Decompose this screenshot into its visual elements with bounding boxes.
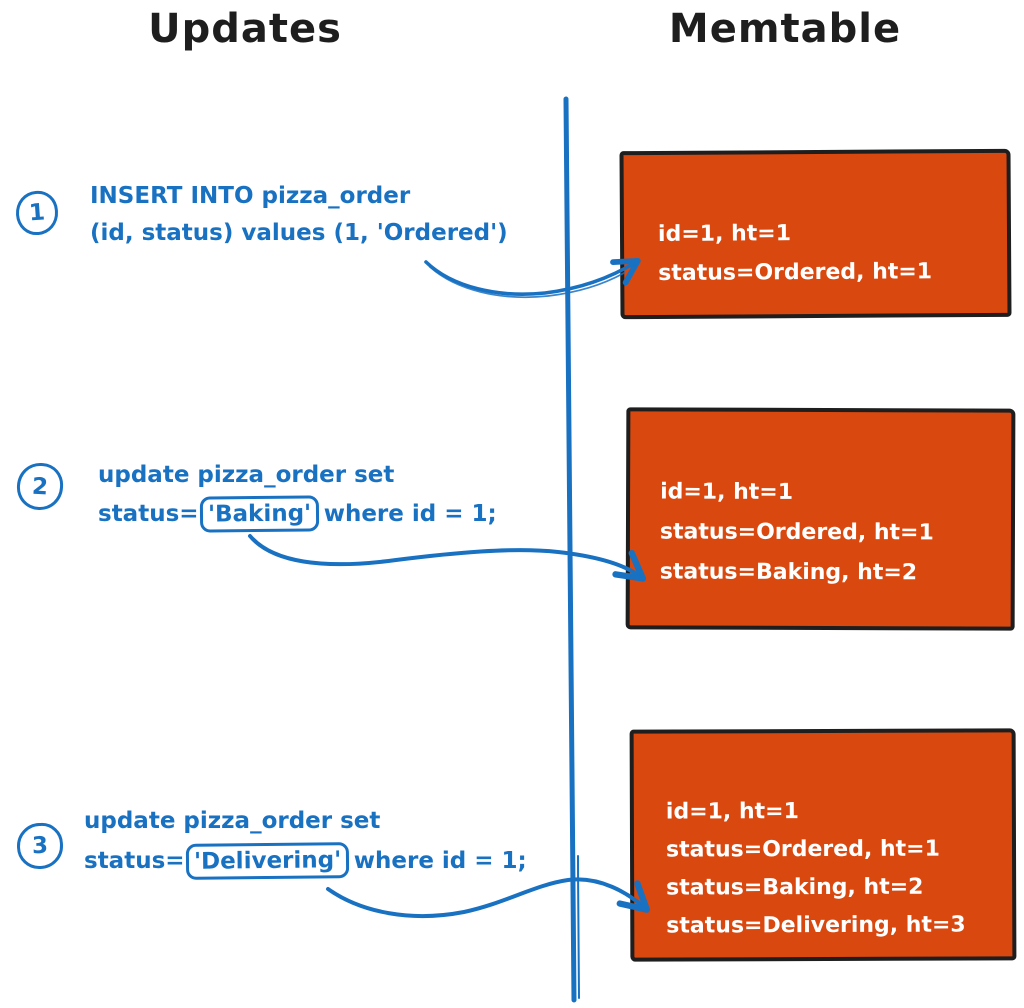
memtable-column-title: Memtable <box>668 6 902 52</box>
memtable-row: id=1, ht=1 <box>660 479 794 505</box>
memtable-row: status=Ordered, ht=1 <box>658 259 933 286</box>
sql-line: (id, status) values (1, 'Ordered') <box>90 220 508 246</box>
column-divider-line-second-stroke <box>577 855 580 999</box>
sql-line: update pizza_order set <box>98 462 395 488</box>
memtable-row: status=Baking, ht=2 <box>659 559 918 586</box>
sql-line: INSERT INTO pizza_order <box>90 183 411 209</box>
memtable-box-3: id=1, ht=1 status=Ordered, ht=1 status=B… <box>629 728 1017 962</box>
step-2-number: 2 <box>31 473 49 500</box>
updates-column-title: Updates <box>148 6 342 52</box>
sql-line: status='Delivering'where id = 1; <box>84 841 527 881</box>
step-2-number-badge: 2 <box>15 461 65 512</box>
memtable-box-1: id=1, ht=1 status=Ordered, ht=1 <box>619 148 1012 320</box>
sql-text: status= <box>98 501 199 527</box>
memtable-row: status=Ordered, ht=1 <box>659 519 934 546</box>
step-1-sql-statement: INSERT INTO pizza_order (id, status) val… <box>90 178 508 252</box>
arrow-step3-to-memtable3 <box>326 877 650 918</box>
arrow-step1-ghost-stroke <box>429 266 625 299</box>
memtable-box-2: id=1, ht=1 status=Ordered, ht=1 status=B… <box>625 407 1016 631</box>
delivering-highlight-box: 'Delivering' <box>185 842 349 880</box>
step-2-sql-statement: update pizza_order set status='Baking'wh… <box>98 456 497 534</box>
sql-line: status='Baking'where id = 1; <box>98 495 497 534</box>
arrow-step2-to-memtable2 <box>248 534 647 582</box>
memtable-row: status=Baking, ht=2 <box>666 874 924 901</box>
arrow-step1-to-memtable1 <box>424 258 641 296</box>
step-3-number: 3 <box>31 832 49 860</box>
sql-text: status= <box>84 848 185 874</box>
memtable-row: id=1, ht=1 <box>657 221 792 247</box>
memtable-row: status=Ordered, ht=1 <box>665 836 940 863</box>
column-divider-line <box>563 96 577 1003</box>
step-3-number-badge: 3 <box>16 822 64 870</box>
memtable-row: status=Delivering, ht=3 <box>666 912 966 939</box>
sql-text: where id = 1; <box>323 501 497 527</box>
step-3-sql-statement: update pizza_order set status='Deliverin… <box>84 801 527 881</box>
memtable-row: id=1, ht=1 <box>665 799 799 825</box>
sql-line: update pizza_order set <box>84 808 381 834</box>
step-1-number-badge: 1 <box>14 189 60 237</box>
baking-highlight-box: 'Baking' <box>199 495 319 533</box>
sql-text: where id = 1; <box>353 848 527 874</box>
step-1-number: 1 <box>28 199 46 227</box>
